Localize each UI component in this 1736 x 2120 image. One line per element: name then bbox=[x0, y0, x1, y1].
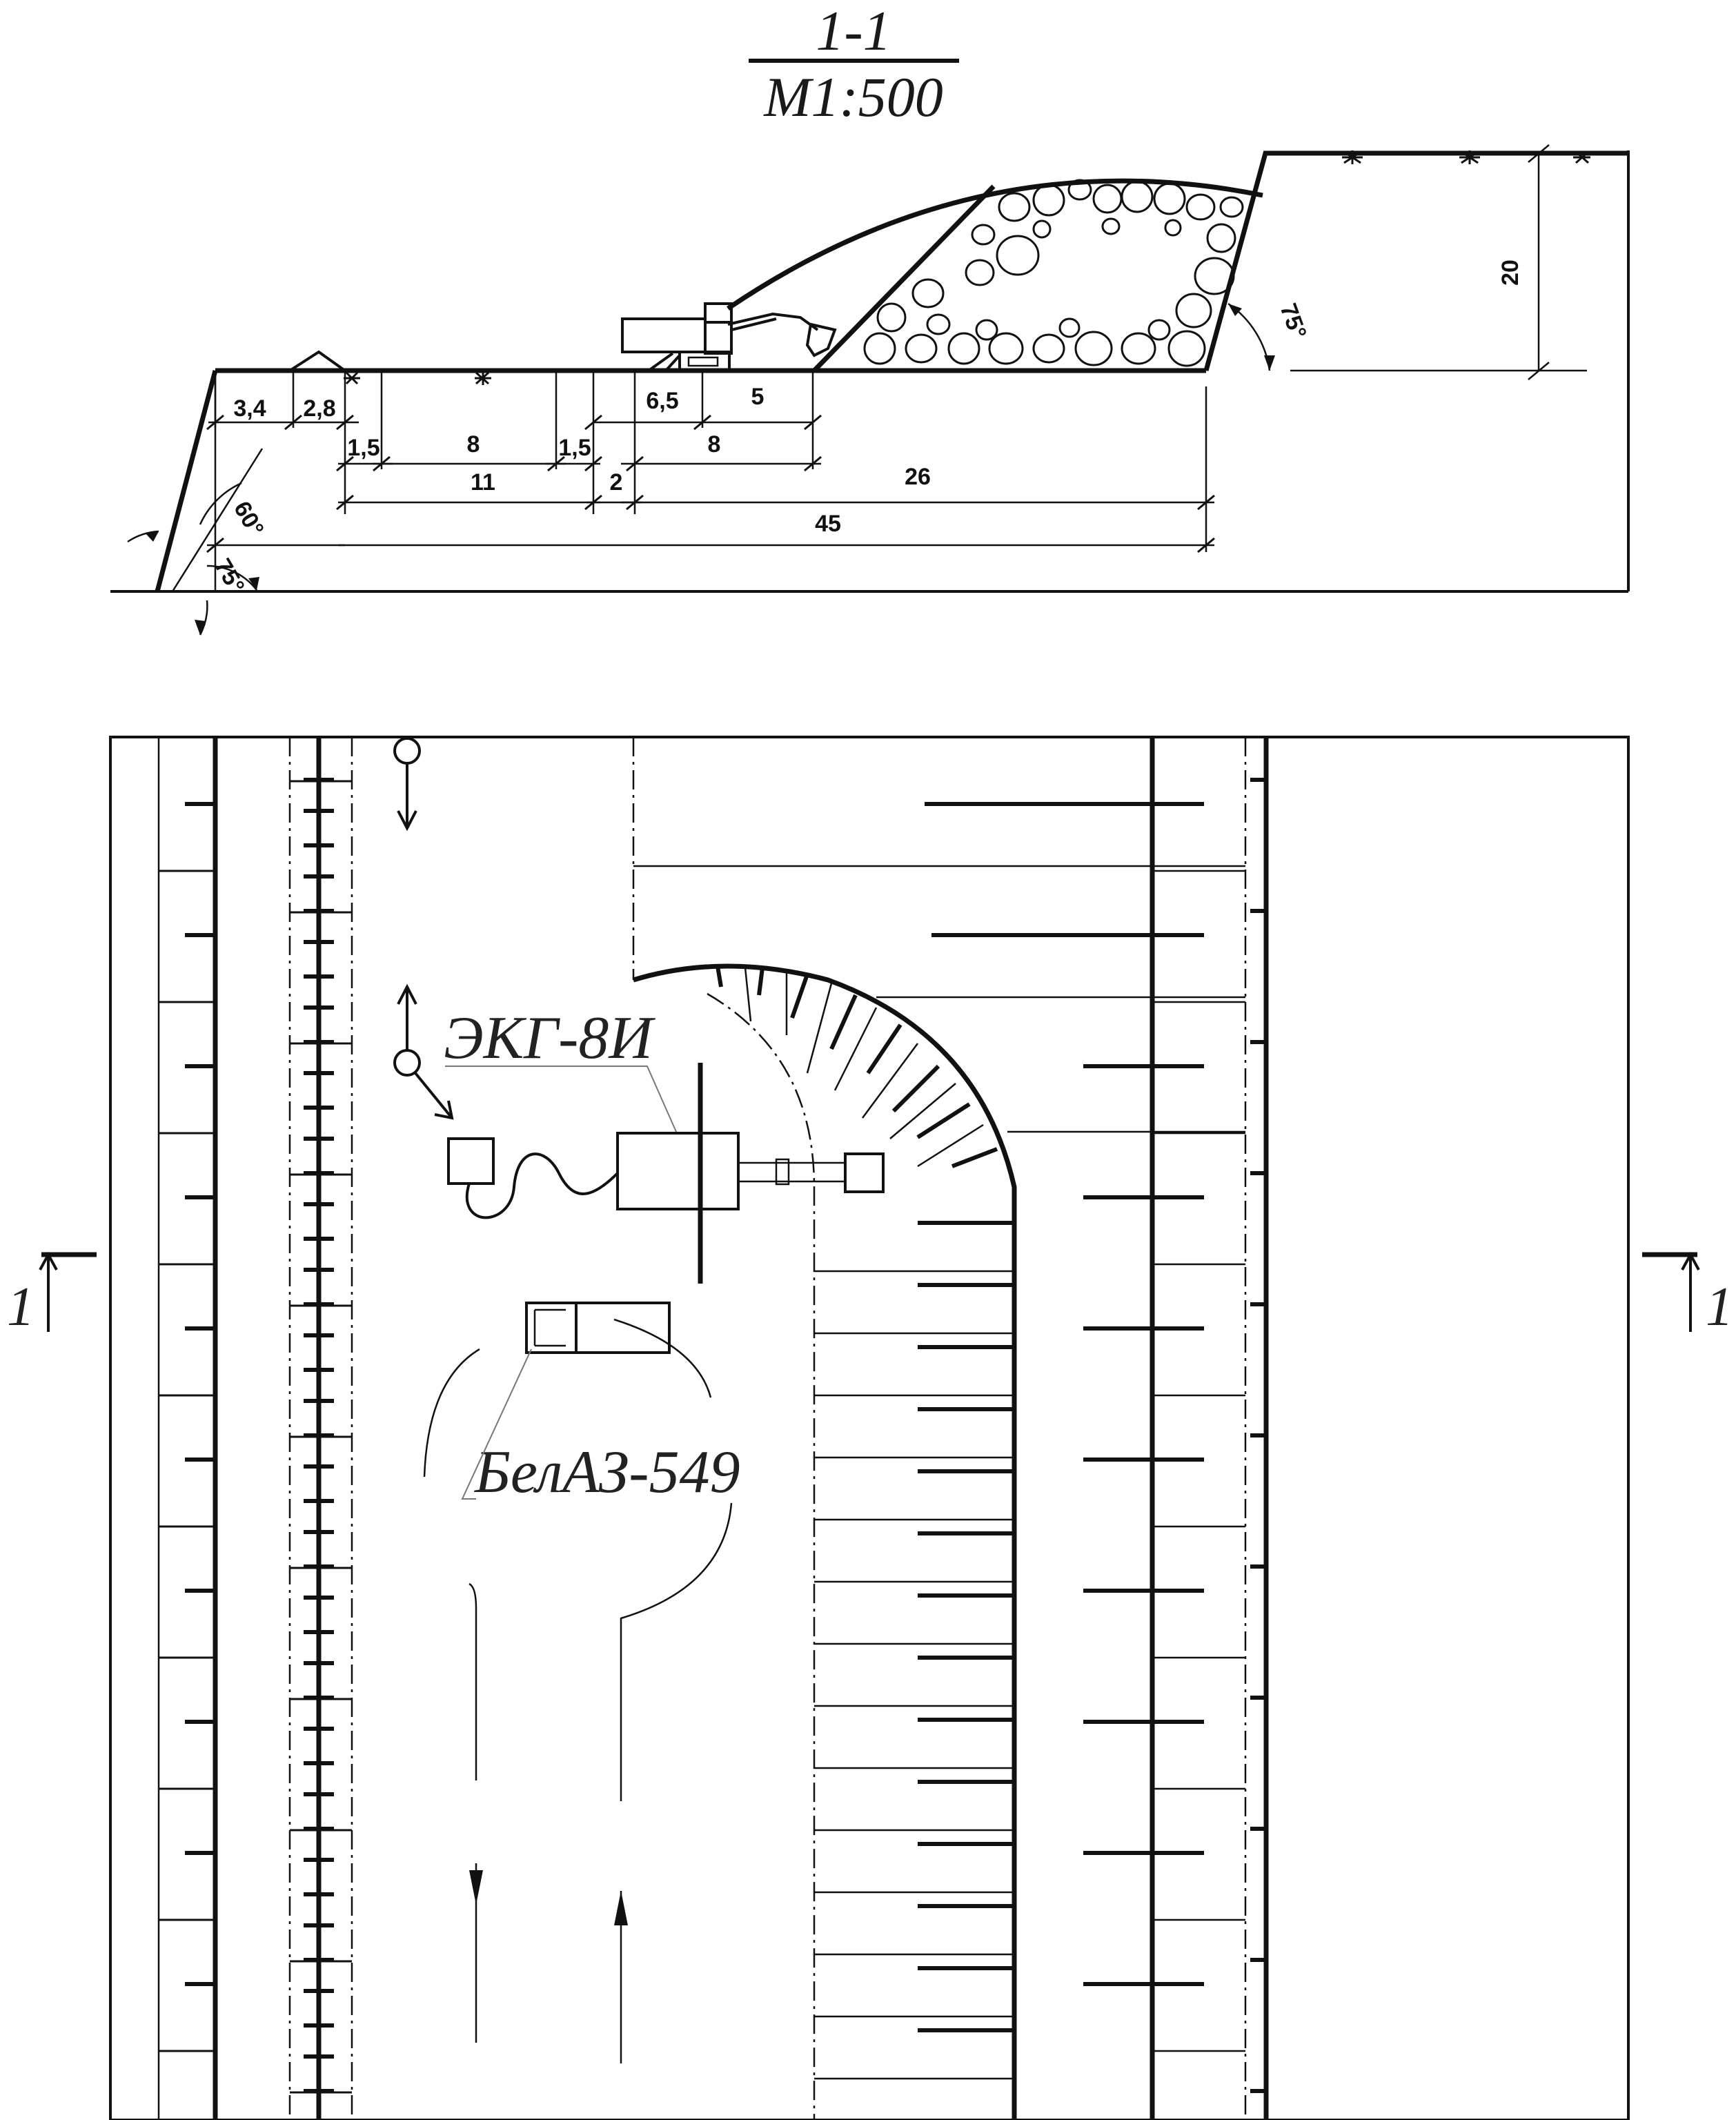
blast-block bbox=[632, 737, 1245, 2120]
lower-bench-slope bbox=[155, 370, 218, 592]
dim-26: 26 bbox=[905, 464, 931, 490]
upper-bench-slope bbox=[1203, 150, 1628, 371]
plan-view: ЭКГ-8И БелАЗ-549 1 1 bbox=[7, 736, 1733, 2120]
blasted-rock-pile-outline bbox=[727, 178, 1263, 311]
excavator-plan-icon bbox=[447, 1063, 885, 1284]
right-slope-angle: 75° bbox=[1227, 300, 1312, 371]
rock-boulders bbox=[863, 179, 1244, 367]
truck-plan-icon bbox=[525, 1302, 671, 1354]
truck-turnaround-path bbox=[423, 1318, 733, 2063]
dim-2: 2 bbox=[610, 469, 623, 495]
right-grid-ticks bbox=[1152, 870, 1245, 2052]
section-cut-marks: 1 1 bbox=[7, 1251, 1733, 1337]
truck-label: БелАЗ-549 bbox=[473, 1439, 740, 1506]
cut-mark-right: 1 bbox=[1706, 1277, 1733, 1337]
rail-move-arrows bbox=[393, 737, 454, 1120]
plan-frame bbox=[109, 736, 1630, 2120]
right-angle-value: 75° bbox=[1274, 300, 1311, 342]
dim-3-4: 3,4 bbox=[233, 395, 266, 422]
dim-45: 45 bbox=[815, 511, 841, 537]
section-label: 1-1 bbox=[816, 0, 891, 62]
dim-11: 11 bbox=[471, 469, 495, 495]
dim-8-left: 8 bbox=[467, 431, 480, 458]
excavator-section-icon bbox=[621, 302, 837, 372]
windrow-berm bbox=[288, 350, 346, 372]
rock-pile-front bbox=[812, 184, 996, 373]
height-dimension: 20 bbox=[1290, 144, 1587, 380]
section-title: 1-1 M1:500 bbox=[749, 0, 959, 128]
bench-dimensions: 3,4 2,8 1,5 8 1,5 6,5 5 8 11 2 26 45 bbox=[206, 371, 1215, 553]
excavator-label: ЭКГ-8И bbox=[444, 1005, 655, 1072]
dim-5: 5 bbox=[751, 384, 765, 410]
right-slope-marks bbox=[925, 778, 1266, 2093]
cross-section: 20 75° bbox=[110, 144, 1630, 636]
dim-8-right: 8 bbox=[708, 431, 721, 458]
cut-mark-left: 1 bbox=[7, 1277, 34, 1337]
dim-2-8: 2,8 bbox=[303, 395, 335, 422]
scale-label: M1:500 bbox=[763, 66, 943, 128]
height-value: 20 bbox=[1497, 259, 1523, 286]
equipment-labels: ЭКГ-8И БелАЗ-549 bbox=[444, 1005, 740, 1506]
dim-6-5: 6,5 bbox=[646, 388, 678, 414]
soil-hatch-marks bbox=[344, 150, 1590, 385]
left-slope-marks bbox=[185, 778, 334, 2093]
dim-1-5-right: 1,5 bbox=[558, 435, 591, 461]
angle-60: 60° bbox=[228, 497, 269, 541]
dim-1-5-left: 1,5 bbox=[347, 435, 379, 461]
